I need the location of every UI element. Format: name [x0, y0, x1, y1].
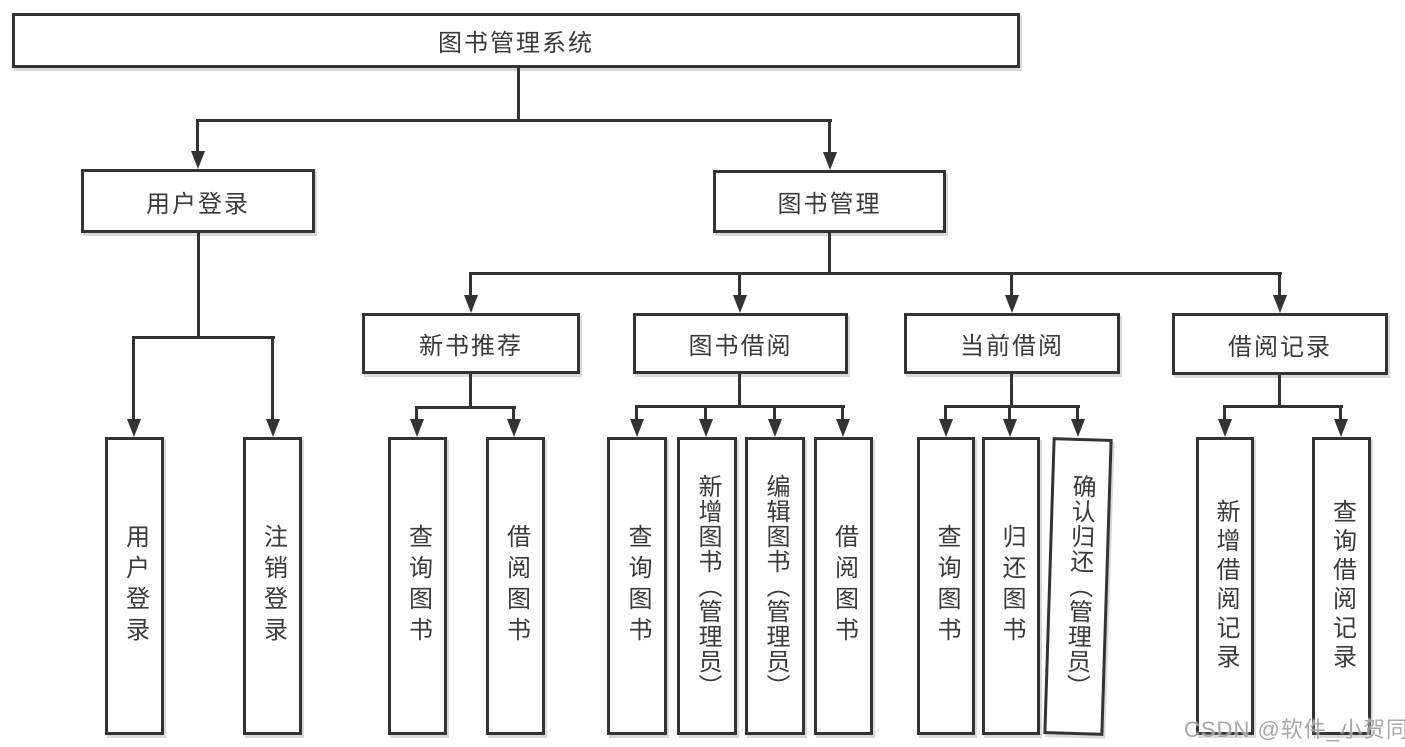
arrowhead-down — [836, 419, 850, 437]
connector-bookmgmt-stub — [828, 230, 831, 275]
leaf-return-book: 归还图书 — [982, 437, 1040, 735]
connector-shaft — [1339, 405, 1342, 421]
arrowhead-down — [1218, 419, 1232, 437]
connector-br-hline — [1224, 405, 1343, 408]
leaf-query-book-1: 查询图书 — [388, 437, 447, 735]
connector-nbr-stub — [469, 372, 472, 409]
connector-userlogin-hline — [133, 336, 275, 339]
leaf-borrow-book-1: 借阅图书 — [486, 437, 545, 735]
leaf-logout-login: 注销登录 — [243, 437, 302, 735]
connector-shaft — [271, 336, 274, 421]
connector-shaft — [841, 405, 844, 421]
connector-shaft — [196, 119, 199, 153]
connector-shaft — [469, 272, 472, 296]
arrowhead-down — [768, 419, 782, 437]
connector-shaft — [944, 405, 947, 421]
connector-shaft — [512, 406, 515, 421]
arrowhead-down — [699, 419, 713, 437]
connector-bookmgmt-hline — [470, 272, 1282, 275]
arrowhead-down — [1005, 295, 1019, 313]
arrowhead-down — [1071, 419, 1085, 437]
node-current-borrow: 当前借阅 — [904, 313, 1120, 374]
connector-shaft — [132, 336, 135, 421]
leaf-query-book-3: 查询图书 — [917, 437, 975, 735]
connector-shaft — [635, 405, 638, 421]
leaf-confirm-return-admin: 确认归还（管理员） — [1043, 437, 1113, 736]
node-book-management: 图书管理 — [713, 170, 946, 233]
connector-root-hline — [197, 119, 832, 122]
csdn-watermark: CSDN @软件_小贺同学 — [1184, 717, 1405, 742]
connector-shaft — [1223, 405, 1226, 421]
arrowhead-down — [1273, 295, 1287, 313]
connector-shaft — [415, 406, 418, 421]
arrowhead-down — [630, 419, 644, 437]
connector-cb-stub — [1010, 372, 1013, 408]
connector-userlogin-stub — [197, 230, 200, 339]
leaf-add-book-admin: 新增图书（管理员） — [677, 437, 737, 735]
arrowhead-down — [191, 151, 205, 169]
connector-bb-stub — [738, 372, 741, 408]
arrowhead-down — [1334, 419, 1348, 437]
connector-shaft — [738, 272, 741, 296]
arrowhead-down — [733, 295, 747, 313]
arrowhead-down — [127, 419, 141, 437]
arrowhead-down — [410, 419, 424, 437]
arrowhead-down — [464, 295, 478, 313]
connector-shaft — [1010, 272, 1013, 296]
arrowhead-down — [507, 419, 521, 437]
node-user-login: 用户登录 — [81, 169, 315, 233]
leaf-query-borrow-record: 查询借阅记录 — [1312, 437, 1371, 735]
leaf-query-book-2: 查询图书 — [607, 437, 667, 735]
connector-br-stub — [1278, 372, 1281, 408]
connector-bb-hline — [636, 405, 845, 408]
arrowhead-down — [266, 419, 280, 437]
connector-shaft — [1076, 405, 1079, 421]
arrowhead-down — [939, 419, 953, 437]
leaf-add-borrow-record: 新增借阅记录 — [1196, 437, 1254, 735]
connector-cb-hline — [944, 405, 1080, 408]
leaf-edit-book-admin: 编辑图书（管理员） — [745, 437, 805, 735]
connector-shaft — [828, 119, 831, 154]
leaf-borrow-book-2: 借阅图书 — [814, 437, 873, 735]
connector-root-stub — [517, 66, 520, 121]
node-new-book-recommend: 新书推荐 — [362, 313, 580, 374]
node-library-system: 图书管理系统 — [12, 13, 1020, 68]
leaf-user-login: 用户登录 — [105, 437, 164, 735]
connector-shaft — [773, 405, 776, 421]
arrowhead-down — [823, 152, 837, 170]
node-book-borrow: 图书借阅 — [633, 313, 848, 374]
arrowhead-down — [1003, 419, 1017, 437]
connector-shaft — [1278, 272, 1281, 296]
connector-shaft — [1008, 405, 1011, 421]
connector-nbr-hline — [416, 406, 516, 409]
connector-shaft — [704, 405, 707, 421]
node-borrow-records: 借阅记录 — [1172, 313, 1388, 375]
